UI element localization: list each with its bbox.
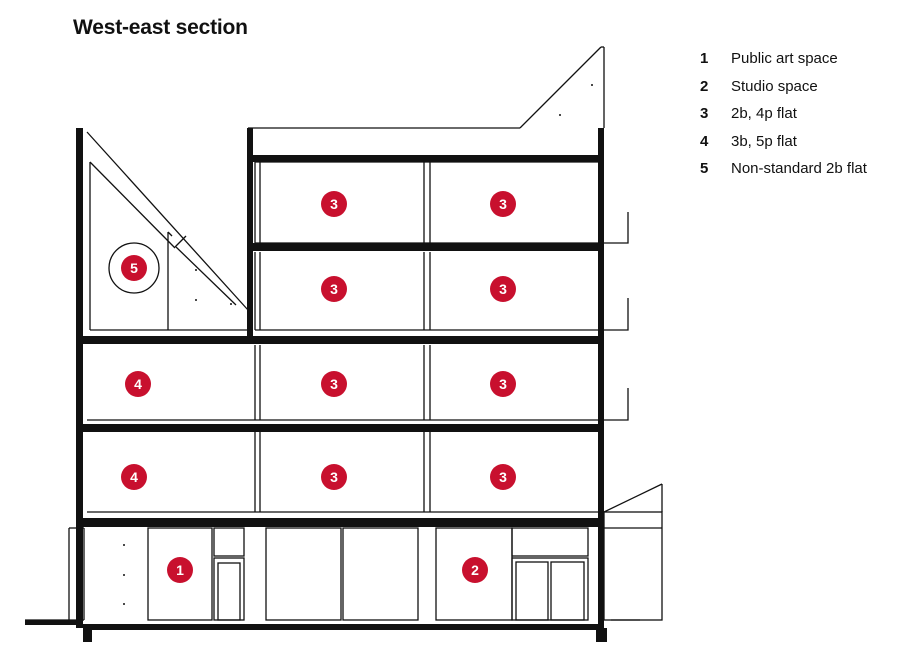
legend-number: 5: [700, 160, 709, 178]
structural-slabs-walls: [25, 128, 607, 642]
legend-label: Non-standard 2b flat: [731, 160, 867, 178]
badge: 3: [490, 371, 516, 397]
legend-label: Studio space: [731, 77, 818, 95]
legend-label: 3b, 5p flat: [731, 132, 797, 150]
badge: 4: [125, 371, 151, 397]
badge: 4: [121, 464, 147, 490]
badge-label: 3: [499, 196, 507, 212]
legend: 1 Public art space 2 Studio space 3 2b, …: [700, 45, 905, 183]
badge-ring: [108, 242, 160, 294]
badge-label: 3: [330, 281, 338, 297]
badge-label: 3: [499, 376, 507, 392]
badge-label: 5: [130, 260, 138, 276]
badge: 3: [490, 191, 516, 217]
badge-label: 4: [130, 469, 138, 485]
diagram-title: West-east section: [73, 16, 248, 39]
badge: 3: [321, 464, 347, 490]
legend-label: 2b, 4p flat: [731, 105, 797, 123]
legend-number: 3: [700, 105, 709, 123]
legend-item: 3 2b, 4p flat: [700, 100, 905, 128]
badge-label: 4: [134, 376, 142, 392]
badge: 3: [490, 276, 516, 302]
badge-label: 3: [330, 376, 338, 392]
legend-number: 4: [700, 132, 709, 150]
badge: 3: [321, 276, 347, 302]
legend-item: 2 Studio space: [700, 73, 905, 101]
badge: 3: [490, 464, 516, 490]
section-linework: [25, 46, 663, 621]
badge-label: 3: [330, 196, 338, 212]
badge-label: 3: [499, 469, 507, 485]
legend-item: 4 3b, 5p flat: [700, 128, 905, 156]
badge: 5: [121, 255, 147, 281]
legend-number: 1: [700, 50, 709, 68]
legend-label: Public art space: [731, 50, 838, 68]
badge-label: 2: [471, 562, 479, 578]
legend-number: 2: [700, 77, 709, 95]
fixture-dots: [123, 84, 593, 605]
badge-label: 3: [499, 281, 507, 297]
badge: 3: [321, 191, 347, 217]
badge-label: 1: [176, 562, 184, 578]
badge: 1: [167, 557, 193, 583]
legend-item: 5 Non-standard 2b flat: [700, 155, 905, 183]
badge: 2: [462, 557, 488, 583]
badge: 3: [321, 371, 347, 397]
badge-label: 3: [330, 469, 338, 485]
legend-item: 1 Public art space: [700, 45, 905, 73]
